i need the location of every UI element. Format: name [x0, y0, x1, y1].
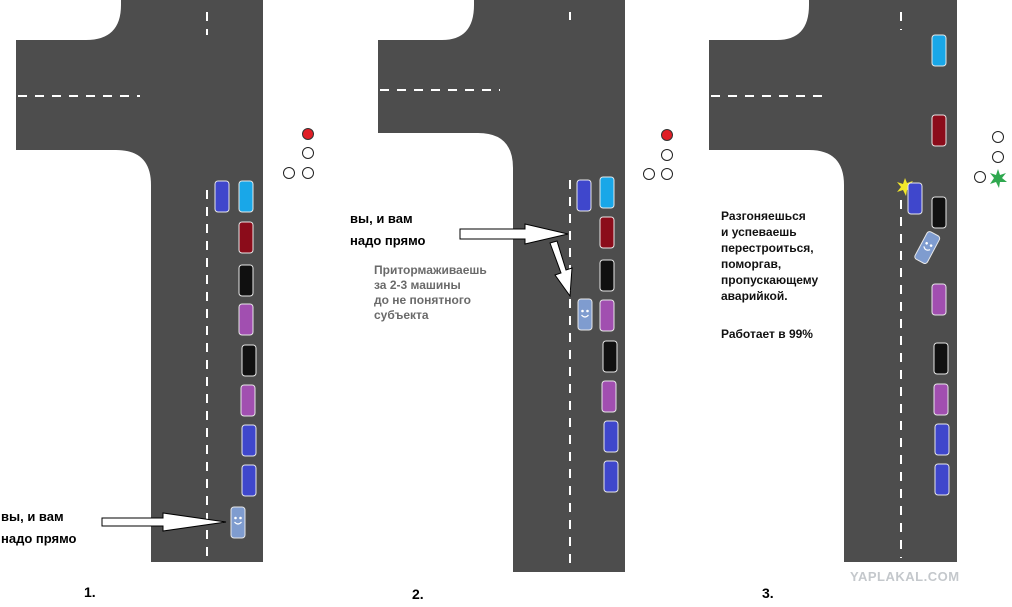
car-black — [241, 344, 257, 377]
traffic-light — [643, 129, 673, 180]
note-line: пропускающему — [721, 273, 819, 287]
panel-1 — [16, 0, 314, 562]
traffic-light — [283, 128, 314, 179]
yellow-burst-icon — [897, 178, 914, 196]
step-label: 1. — [84, 584, 96, 600]
traffic-light-off — [661, 149, 673, 161]
smiley-face-icon — [923, 241, 933, 251]
car-blue — [934, 423, 950, 456]
traffic-light-off — [302, 167, 314, 179]
direction-arrow — [459, 223, 569, 245]
road-surface — [709, 0, 957, 562]
player-car-body — [577, 298, 593, 331]
car-darkred — [238, 221, 254, 254]
smiley-face-icon — [581, 309, 589, 318]
note-line: вы, и вам — [1, 509, 64, 524]
traffic-light-off — [974, 171, 986, 183]
note-line: перестроиться, — [721, 241, 814, 255]
traffic-light-red — [661, 129, 673, 141]
car-blue — [603, 460, 619, 493]
player-car — [914, 231, 941, 264]
car-black — [933, 342, 949, 375]
traffic-light-off — [661, 168, 673, 180]
note-line: вы, и вам — [350, 211, 413, 226]
note-brake-behind: Притормаживаешь за 2-3 машины до не поня… — [374, 263, 487, 323]
car-black — [599, 259, 615, 292]
car-purple — [240, 384, 256, 417]
car-purple — [599, 299, 615, 332]
note-line: за 2-3 машины — [374, 278, 461, 292]
note-line: Притормаживаешь — [374, 263, 487, 277]
road-surface — [16, 0, 263, 562]
note-line: субъекта — [374, 308, 429, 322]
car-black — [931, 196, 947, 229]
step-label: 3. — [762, 585, 774, 601]
car-purple — [931, 283, 947, 316]
note-line: и успеваешь — [721, 225, 797, 239]
player-car — [577, 298, 593, 331]
car-darkred — [931, 114, 947, 147]
player-car-body — [914, 231, 941, 264]
smiley-face-icon — [234, 516, 242, 525]
panel-2 — [378, 0, 673, 572]
traffic-light-off — [992, 151, 1004, 163]
traffic-light-off — [302, 147, 314, 159]
note-line: надо прямо — [350, 233, 426, 248]
note-you-go-straight: вы, и вам надо прямо — [350, 208, 425, 252]
note-line: до не понятного — [374, 293, 471, 307]
car-purple — [601, 380, 617, 413]
car-blue — [241, 424, 257, 457]
car-cyan — [931, 34, 947, 67]
panel-3 — [709, 0, 1007, 562]
player-car — [230, 506, 246, 539]
traffic-light — [974, 131, 1004, 183]
traffic-light-off — [643, 168, 655, 180]
car-blue — [576, 179, 592, 212]
direction-arrow — [101, 512, 227, 532]
car-purple — [238, 303, 254, 336]
player-car-body — [230, 506, 246, 539]
car-cyan — [238, 180, 254, 213]
car-cyan — [599, 176, 615, 209]
car-blue — [214, 180, 230, 213]
note-works-percent: Работает в 99% — [721, 326, 813, 342]
road-surface — [378, 0, 625, 572]
car-blue — [907, 182, 923, 215]
car-darkred — [599, 216, 615, 249]
note-line: Работает в 99% — [721, 327, 813, 341]
note-line: аварийкой. — [721, 289, 788, 303]
lane-change-arrow — [549, 240, 573, 298]
car-black — [602, 340, 618, 373]
traffic-light-red — [302, 128, 314, 140]
car-blue — [241, 464, 257, 497]
green-burst-icon — [990, 169, 1007, 188]
note-line: Разгоняешься — [721, 209, 806, 223]
car-purple — [933, 383, 949, 416]
traffic-light-off — [992, 131, 1004, 143]
car-black — [238, 264, 254, 297]
note-line: поморгав, — [721, 257, 782, 271]
traffic-light-off — [283, 167, 295, 179]
car-blue — [934, 463, 950, 496]
watermark: YAPLAKAL.COM — [850, 569, 960, 584]
note-accelerate-merge: Разгоняешься и успеваешь перестроиться, … — [721, 208, 818, 304]
step-label: 2. — [412, 586, 424, 602]
note-line: надо прямо — [1, 531, 77, 546]
note-you-go-straight: вы, и вам надо прямо — [1, 506, 76, 550]
car-blue — [603, 420, 619, 453]
